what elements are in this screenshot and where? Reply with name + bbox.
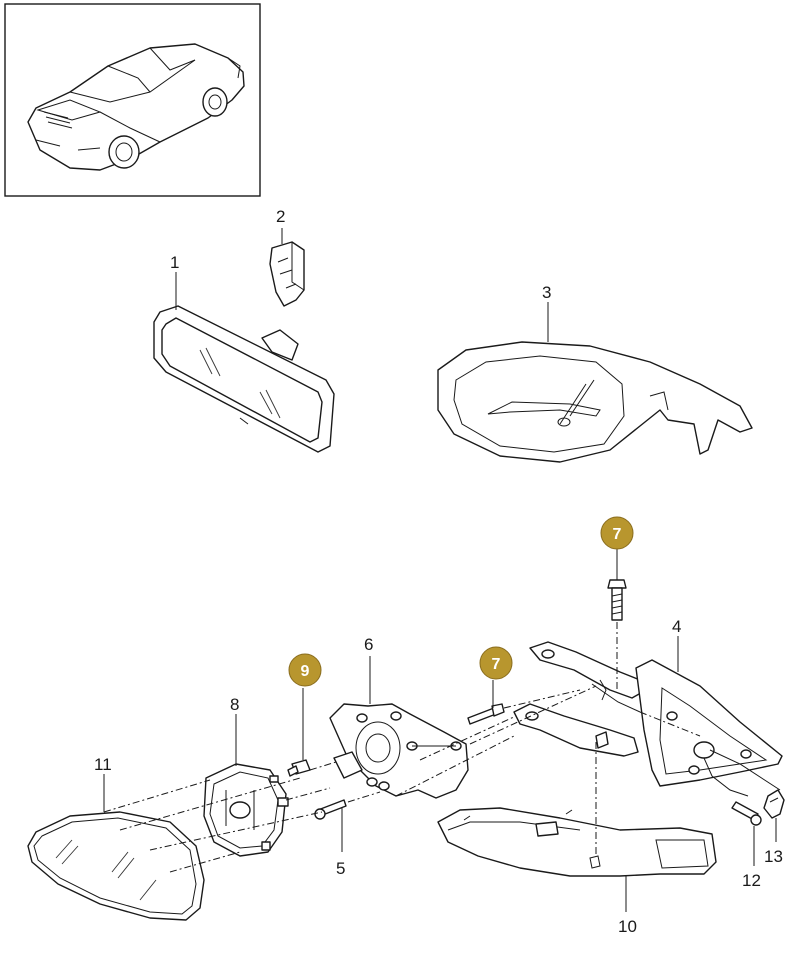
part-7-screw-upper: [607, 579, 627, 621]
badge-9-text: 9: [301, 663, 310, 680]
callout-1: 1: [170, 253, 179, 272]
callout-13: 13: [764, 847, 783, 866]
badge-7-lower-text: 7: [492, 656, 501, 673]
assembly-lines: [103, 622, 701, 873]
badge-7-upper: 7: [600, 516, 634, 550]
part-3-mirror-housing: [437, 341, 753, 463]
badge-7-upper-text: 7: [613, 526, 622, 543]
car-icon: [27, 43, 245, 171]
callout-10: 10: [618, 917, 637, 936]
callout-12: 12: [742, 871, 761, 890]
callout-8: 8: [230, 695, 239, 714]
callout-2: 2: [276, 207, 285, 226]
callout-3: 3: [542, 283, 551, 302]
callout-5: 5: [336, 859, 345, 878]
part-6-adjustment-bracket: [329, 703, 469, 799]
callout-11: 11: [94, 755, 112, 774]
part-5-screw: [314, 799, 347, 820]
callout-labels: 2 1 3 4 6 8 11 5 10 12 13: [94, 207, 783, 936]
mounting-arm: [513, 641, 647, 757]
part-7-screw-lower: [467, 703, 505, 725]
leader-lines: [103, 228, 777, 912]
part-1-interior-mirror: [153, 305, 335, 453]
part-10-lower-cover: [437, 807, 717, 877]
callout-6: 6: [364, 635, 373, 654]
part-13-cap: [763, 789, 785, 819]
badge-9: 9: [288, 653, 322, 687]
callout-4: 4: [672, 617, 681, 636]
part-8-glass-carrier: [203, 763, 289, 857]
part-12-screw: [731, 801, 762, 826]
part-9-screw: [287, 759, 311, 777]
part-4-mirror-base: [635, 659, 783, 797]
part-2-mount-clip: [269, 241, 305, 307]
part-11-mirror-glass: [27, 811, 205, 921]
vehicle-thumbnail: [4, 3, 261, 197]
badge-7-lower: 7: [479, 646, 513, 680]
